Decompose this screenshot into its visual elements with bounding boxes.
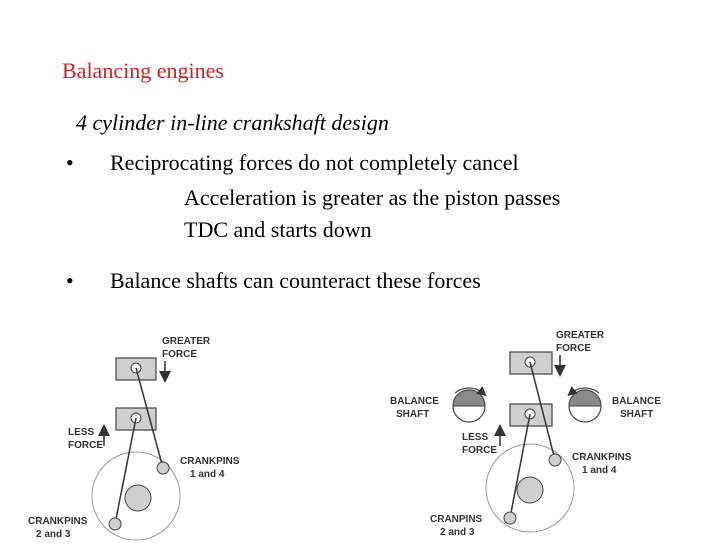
crankpin: [108, 517, 122, 531]
bullet-text: Balance shafts can counteract these forc…: [110, 268, 481, 293]
balance-shaft-label: BALANCE: [612, 396, 661, 407]
less-force-label: FORCE: [68, 440, 103, 451]
greater-force-label: FORCE: [162, 349, 197, 360]
less-force-label: LESS: [462, 432, 488, 443]
bullet-dot: •: [66, 268, 74, 293]
crankshaft-main: [124, 484, 152, 512]
crankshaft-main: [516, 476, 544, 504]
connecting-rod: [135, 367, 164, 469]
crankpin: [156, 461, 170, 475]
right-engine-diagram: GREATER FORCE BALANCE SHAFT BALANCE SHAF…: [390, 330, 661, 538]
crankpins-label: CRANKPINS: [180, 456, 240, 467]
sub-point: Acceleration is greater as the piston pa…: [184, 185, 561, 210]
crank-circle: [485, 443, 575, 533]
less-force-label: LESS: [68, 427, 94, 438]
crankpins-label: CRANPINS: [430, 514, 483, 525]
connecting-rod: [529, 361, 556, 461]
connecting-rod: [114, 417, 137, 525]
greater-force-label: FORCE: [556, 343, 591, 354]
crankpins-label: 2 and 3: [440, 527, 475, 538]
crankpin: [503, 511, 517, 525]
crankpins-label: 2 and 3: [36, 529, 71, 540]
balance-weight: [452, 389, 486, 407]
less-force-label: FORCE: [462, 445, 497, 456]
crankpin: [548, 453, 562, 467]
rotation-arrow-icon: [454, 386, 487, 397]
crankpins-label: CRANKPINS: [572, 452, 632, 463]
greater-force-label: GREATER: [556, 330, 605, 341]
crank-circle: [91, 451, 181, 541]
greater-force-label: GREATER: [162, 336, 211, 347]
balance-shaft-label: SHAFT: [396, 409, 429, 420]
rotation-arrow-icon: [567, 386, 600, 397]
slide-title: Balancing engines: [62, 58, 224, 83]
balance-shaft-label: BALANCE: [390, 396, 439, 407]
crankpins-label: 1 and 4: [190, 469, 225, 480]
connecting-rod: [509, 413, 531, 519]
balance-weight: [568, 389, 602, 407]
crankpins-label: 1 and 4: [582, 465, 617, 476]
left-engine-diagram: GREATER FORCE LESS FORCE CRANKPINS 1 and…: [28, 336, 240, 541]
bullet-text: Reciprocating forces do not completely c…: [110, 150, 519, 175]
slide-subtitle: 4 cylinder in-line crankshaft design: [76, 110, 389, 135]
balance-shaft-label: SHAFT: [620, 409, 653, 420]
bullet-dot: •: [66, 150, 74, 175]
crankpins-label: CRANKPINS: [28, 516, 88, 527]
sub-point: TDC and starts down: [184, 217, 372, 242]
